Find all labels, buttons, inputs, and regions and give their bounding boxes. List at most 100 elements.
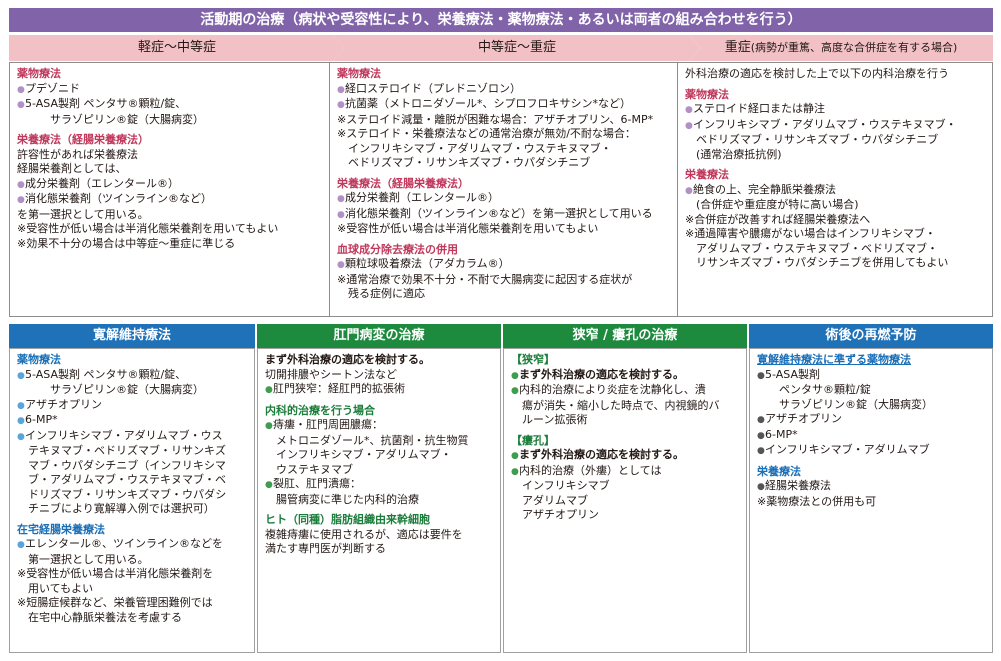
section-heading: 寛解維持療法に準ずる薬物療法 <box>757 353 985 368</box>
section-heading: 【狭窄】 <box>511 353 739 368</box>
line-text: プデゾニド <box>25 81 80 95</box>
line-text: 在宅中心静脈栄養法を考慮する <box>17 610 182 624</box>
text-line: ※受容性が低い場合は半消化態栄養剤を用いてもよい <box>17 222 322 237</box>
text-line: 残る症例に適応 <box>337 287 670 302</box>
bullet-icon: ● <box>337 84 345 95</box>
section-heading: まず外科治療の適応を検討する。 <box>265 353 493 368</box>
line-text: まず外科治療の適応を検討する。 <box>519 448 684 461</box>
line-text: 【狭窄】 <box>511 353 555 366</box>
text-line: メトロニダゾール*、抗菌剤・抗生物質 <box>265 434 493 449</box>
line-text: サラゾピリン®錠（大腸病変） <box>757 397 933 411</box>
text-line: アザチオプリン <box>511 508 739 523</box>
text-line: ●インフリキシマブ・アダリムマブ・ウステキヌマブ・ <box>685 118 985 134</box>
line-text: メトロニダゾール*、抗菌剤・抗生物質 <box>265 433 469 447</box>
line-text: 用いてもよい <box>17 581 94 595</box>
line-text: を第一選択として用いる。 <box>17 207 149 221</box>
text-lines: 【狭窄】●まず外科治療の適応を検討する。●内科的治療により炎症を沈静化し、潰 瘍… <box>511 353 739 523</box>
text-line: 在宅中心静脈栄養法を考慮する <box>17 611 247 626</box>
severity-severe-main: 重症 <box>724 40 751 55</box>
text-line: チニブにより寛解導入例では選択可） <box>17 502 247 517</box>
line-text: ※受容性が低い場合は半消化態栄養剤を用いてもよい <box>17 222 279 235</box>
text-line: ブ・アダリムマブ・ウステキヌマブ・ベ <box>17 473 247 488</box>
text-line: ●ステロイド経口または静注 <box>685 102 985 118</box>
line-text: 薬物療法 <box>685 87 729 101</box>
line-text: 裂肛、肛門潰瘍： <box>273 477 361 490</box>
line-text: ※短腸症候群など、栄養管理困難例では <box>17 596 213 609</box>
bullet-icon: ● <box>757 430 765 441</box>
text-line: ●5-ASA製剤 ペンタサ®顆粒/錠、 <box>17 97 322 113</box>
line-text: インフリキシマブ・アダリムマブ・ウステキヌマブ・ <box>337 141 612 155</box>
section-heading: 栄養療法 <box>685 168 985 183</box>
line-text: ステロイド経口または静注 <box>693 102 825 115</box>
anal-lesion-box: まず外科治療の適応を検討する。切開排膿やシートン法など●肛門狭窄：経肛門的拡張術… <box>257 348 501 653</box>
bullet-icon: ● <box>685 185 693 196</box>
moderate-treatment-box: 薬物療法●経口ステロイド（プレドニゾロン）●抗菌薬（メトロニダゾール*、シプロフ… <box>329 62 678 317</box>
line-text: マブ・ウパダシチニブ（インフリキシマ <box>17 458 226 472</box>
bullet-icon: ● <box>757 446 765 456</box>
section-heading: 薬物療法 <box>685 88 985 103</box>
line-text: ※効果不十分の場合は中等症〜重症に準じる <box>17 236 236 250</box>
text-line: ●6-MP* <box>17 413 247 429</box>
text-line: 用いてもよい <box>17 582 247 597</box>
text-line: ※ステロイド・栄養療法などの通常治療が無効/不耐な場合： <box>337 127 670 142</box>
line-text: 第一選択として用いる。 <box>17 552 149 566</box>
line-text: インフリキシマブ・アダリムマブ <box>765 443 930 456</box>
line-text: 薬物療法 <box>17 353 61 366</box>
line-text: 栄養療法（経腸栄養療法） <box>17 133 149 146</box>
line-text: ※受容性が低い場合は半消化態栄養剤を用いてもよい <box>337 222 599 235</box>
text-line: 腸管病変に準じた内科的治療 <box>265 493 493 508</box>
line-text: 経腸栄養療法 <box>765 479 831 492</box>
severity-label-severe: 重症(病勢が重篤、高度な合併症を有する場合) <box>725 35 958 61</box>
text-line: ●内科的治療（外瘻）としては <box>511 464 739 480</box>
line-text: 薬物療法 <box>337 67 381 80</box>
text-line: ●消化態栄養剤（ツインライン®など） <box>17 192 322 208</box>
header-postop-prevention: 術後の再燃予防 <box>749 324 993 348</box>
line-text: ブ・アダリムマブ・ウステキヌマブ・ベ <box>17 473 226 486</box>
line-text: 寛解維持療法に準ずる薬物療法 <box>757 353 911 366</box>
section-heading: 栄養療法（経腸栄養療法） <box>337 177 670 192</box>
line-text: 6-MP* <box>765 427 798 441</box>
line-text: 成分栄養剤（エレンタール®） <box>345 191 499 204</box>
text-line: ●成分栄養剤（エレンタール®） <box>17 177 322 193</box>
section-heading: 栄養療法（経腸栄養療法） <box>17 133 322 148</box>
text-line: 第一選択として用いる。 <box>17 553 247 568</box>
line-text: インフリキシマブ <box>511 479 610 492</box>
text-line: 許容性があれば栄養療法 <box>17 148 322 163</box>
bullet-icon: ● <box>511 466 519 477</box>
severity-label-mild: 軽症〜中等症 <box>137 40 216 55</box>
text-line: リサンキズマブ・ウパダシチニブを併用してもよい <box>685 256 985 271</box>
text-line: ※ステロイド減量・離脱が困難な場合：アザチオプリン、6-MP* <box>337 113 670 128</box>
section-heading: 血球成分除去療法の併用 <box>337 243 670 258</box>
line-text: アダリムマブ <box>511 493 588 507</box>
severity-arrow-severe: 重症(病勢が重篤、高度な合併症を有する場合) <box>689 35 993 61</box>
line-text: 経腸栄養剤としては、 <box>17 162 127 175</box>
line-text: 栄養療法 <box>757 464 801 478</box>
line-text: 栄養療法 <box>685 168 729 181</box>
text-line: ●裂肛、肛門潰瘍： <box>265 477 493 493</box>
line-text: 肛門狭窄：経肛門的拡張術 <box>273 382 405 395</box>
line-text: アザチオプリン <box>25 397 102 411</box>
line-text: テキヌマブ・ベドリズマブ・リサンキズ <box>17 444 226 457</box>
text-line: サラゾピリン®錠（大腸病変） <box>757 398 985 413</box>
bullet-icon: ● <box>17 195 25 205</box>
text-lines: 薬物療法●経口ステロイド（プレドニゾロン）●抗菌薬（メトロニダゾール*、シプロフ… <box>337 67 670 302</box>
line-text: 経口ステロイド（プレドニゾロン） <box>345 81 521 95</box>
line-text: ドリズマブ・リサンキズマブ・ウパダシ <box>17 487 227 501</box>
text-line: インフリキシマブ・アダリムマブ・ <box>265 448 493 463</box>
line-text: ルーン拡張術 <box>511 413 588 426</box>
line-text: 栄養療法（経腸栄養療法） <box>337 176 469 190</box>
line-text: 絶食の上、完全静脈栄養療法 <box>693 182 836 196</box>
line-text: ベドリズマブ・リサンキズマブ・ウパダシチニブ <box>685 133 939 146</box>
line-text: 5-ASA製剤 ペンタサ®顆粒/錠、 <box>25 97 187 110</box>
text-line: ※合併症が改善すれば経腸栄養療法へ <box>685 213 985 228</box>
text-line: ●痔瘻・肛門周囲膿瘍： <box>265 418 493 434</box>
text-line: ●6-MP* <box>757 428 985 444</box>
text-line: インフリキシマブ・アダリムマブ・ウステキヌマブ・ <box>337 142 670 157</box>
postop-box: 寛解維持療法に準ずる薬物療法●5-ASA製剤 ペンタサ®顆粒/錠 サラゾピリン®… <box>749 348 993 653</box>
line-text: まず外科治療の適応を検討する。 <box>265 353 430 366</box>
section-heading: 内科的治療を行う場合 <box>265 404 493 419</box>
text-line: ●まず外科治療の適応を検討する。 <box>511 448 739 464</box>
line-text: 5-ASA製剤 <box>765 367 820 381</box>
bullet-icon: ● <box>17 416 25 426</box>
bullet-icon: ● <box>685 105 693 115</box>
